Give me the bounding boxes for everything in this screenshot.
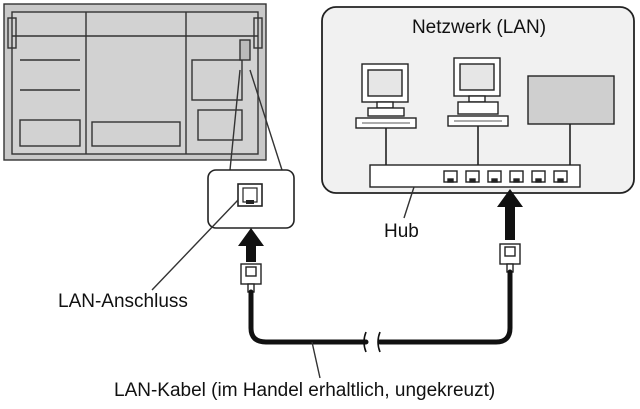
cable-plug-left-icon — [240, 263, 262, 293]
arrow-up-to-hub-icon — [497, 189, 523, 240]
hub-port-2 — [465, 170, 480, 183]
cable-break-mark — [363, 331, 381, 353]
lan-cable-pointer — [311, 341, 321, 379]
hub-port-6 — [553, 170, 568, 183]
hub-port-4 — [509, 170, 524, 183]
network-label: Netzwerk (LAN) — [411, 17, 547, 38]
lan-port-icon — [237, 183, 263, 207]
network-display-icon — [527, 75, 615, 125]
port-callout-lines — [229, 69, 283, 171]
arrow-up-to-port-icon — [238, 228, 264, 262]
lan-cable — [248, 269, 513, 345]
computer-1-icon — [355, 63, 417, 129]
computer-2-icon — [447, 57, 509, 127]
lan-port-label: LAN-Anschluss — [58, 291, 188, 312]
hub-icon — [369, 164, 581, 188]
hub-label: Hub — [384, 221, 419, 242]
hub-port-1 — [443, 170, 458, 183]
cable-plug-right-icon — [499, 243, 521, 273]
lan-cable-label: LAN-Kabel (im Handel erhaltlich, ungekre… — [114, 380, 496, 401]
display-rear-panel — [3, 3, 267, 161]
hub-pointer — [403, 186, 415, 219]
hub-port-5 — [531, 170, 546, 183]
hub-port-3 — [487, 170, 502, 183]
lan-port-pointer — [151, 199, 239, 291]
